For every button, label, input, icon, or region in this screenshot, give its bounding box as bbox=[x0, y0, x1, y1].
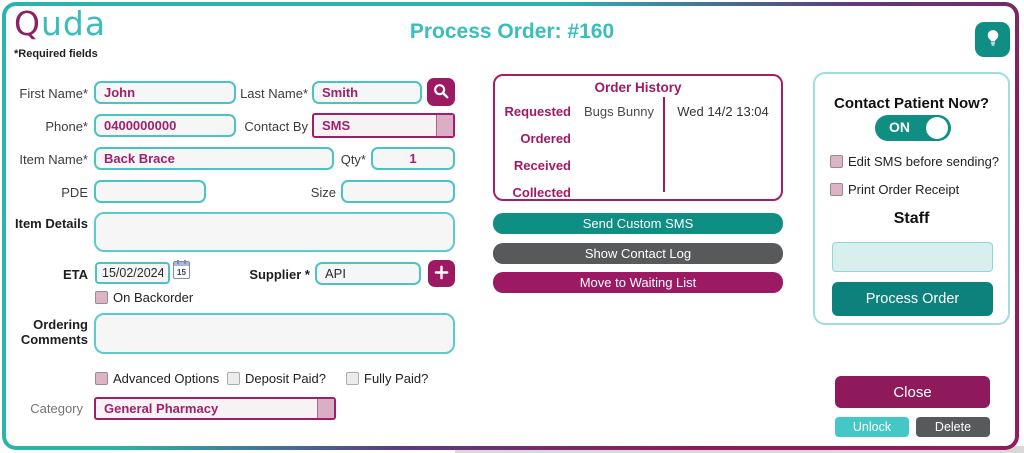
order-history-row: Collected bbox=[499, 179, 777, 206]
supplier-label: Supplier * bbox=[249, 267, 310, 282]
app-logo: Quda bbox=[14, 4, 106, 43]
unlock-button[interactable]: Unlock bbox=[835, 417, 909, 437]
calendar-icon-day: 15 bbox=[177, 268, 186, 277]
pde-input[interactable] bbox=[94, 180, 206, 203]
qty-input[interactable] bbox=[371, 147, 455, 170]
on-backorder-checkbox[interactable] bbox=[95, 291, 108, 304]
order-history-row: Requested Bugs Bunny Wed 14/2 13:04 bbox=[499, 98, 777, 125]
help-tip-button[interactable] bbox=[975, 22, 1010, 57]
category-value: General Pharmacy bbox=[104, 401, 219, 416]
first-name-label: First Name* bbox=[19, 86, 88, 101]
patient-search-button[interactable] bbox=[427, 78, 455, 106]
history-when: Wed 14/2 13:04 bbox=[677, 104, 769, 119]
history-status: Ordered bbox=[520, 131, 571, 146]
history-by: Bugs Bunny bbox=[583, 104, 655, 119]
qty-label: Qty* bbox=[340, 152, 366, 167]
history-status: Requested bbox=[504, 104, 571, 119]
history-status: Collected bbox=[512, 185, 571, 200]
order-history-title: Order History bbox=[594, 80, 682, 95]
deposit-paid-label: Deposit Paid? bbox=[245, 371, 326, 386]
dropdown-arrow-strip bbox=[436, 115, 453, 136]
send-custom-sms-button[interactable]: Send Custom SMS bbox=[493, 213, 783, 234]
item-details-label: Item Details bbox=[15, 216, 88, 231]
logo-rest: uda bbox=[40, 4, 107, 43]
phone-label: Phone* bbox=[45, 119, 88, 134]
last-name-input[interactable] bbox=[312, 81, 422, 104]
last-name-label: Last Name* bbox=[240, 86, 308, 101]
phone-input[interactable] bbox=[94, 114, 236, 137]
advanced-options-label: Advanced Options bbox=[113, 371, 220, 386]
staff-heading: Staff bbox=[893, 210, 930, 227]
ordering-comments-label: Ordering Comments bbox=[20, 317, 88, 347]
order-history-row: Ordered bbox=[499, 125, 777, 152]
ordering-comments-textarea[interactable] bbox=[94, 313, 455, 354]
item-name-input[interactable] bbox=[94, 147, 334, 170]
supplier-input[interactable] bbox=[315, 262, 421, 285]
contact-by-value: SMS bbox=[322, 118, 351, 133]
close-button[interactable]: Close bbox=[835, 376, 990, 408]
eta-input[interactable] bbox=[95, 262, 170, 284]
logo-letter-q: Q bbox=[14, 4, 41, 43]
contact-by-dropdown[interactable]: SMS bbox=[312, 113, 455, 138]
calendar-icon-header bbox=[174, 260, 189, 266]
contact-by-label: Contact By bbox=[244, 119, 308, 134]
advanced-options-checkbox[interactable] bbox=[95, 372, 108, 385]
eta-label: ETA bbox=[62, 267, 88, 282]
order-history-panel: Order History Requested Bugs Bunny Wed 1… bbox=[493, 74, 783, 201]
order-history-row: Received bbox=[499, 152, 777, 179]
page-title: Process Order: #160 bbox=[409, 20, 615, 43]
staff-input[interactable] bbox=[832, 242, 993, 272]
first-name-input[interactable] bbox=[94, 81, 236, 104]
on-backorder-label: On Backorder bbox=[113, 290, 194, 305]
contact-patient-heading: Contact Patient Now? bbox=[833, 95, 989, 112]
contact-now-toggle[interactable]: ON bbox=[875, 115, 951, 141]
item-details-textarea[interactable] bbox=[94, 212, 455, 252]
required-fields-note: *Required fields bbox=[14, 48, 98, 60]
history-status: Received bbox=[513, 158, 571, 173]
order-history-divider bbox=[663, 97, 665, 192]
window-body: Quda *Required fields Process Order: #16… bbox=[6, 4, 1015, 446]
dropdown-arrow-strip bbox=[317, 399, 334, 418]
contact-patient-panel: Contact Patient Now? ON Edit SMS before … bbox=[813, 72, 1010, 325]
edit-sms-checkbox[interactable] bbox=[830, 155, 843, 168]
move-to-waiting-list-button[interactable]: Move to Waiting List bbox=[493, 272, 783, 293]
add-supplier-button[interactable] bbox=[428, 260, 455, 287]
edit-sms-label: Edit SMS before sending? bbox=[848, 154, 1000, 169]
deposit-paid-checkbox[interactable] bbox=[227, 372, 240, 385]
calendar-icon[interactable]: 15 bbox=[173, 260, 190, 279]
show-contact-log-button[interactable]: Show Contact Log bbox=[493, 243, 783, 264]
search-icon bbox=[432, 82, 450, 103]
print-receipt-label: Print Order Receipt bbox=[848, 182, 960, 197]
print-receipt-checkbox[interactable] bbox=[830, 183, 843, 196]
toggle-knob bbox=[926, 117, 948, 139]
lightbulb-icon bbox=[983, 28, 1003, 51]
fully-paid-checkbox[interactable] bbox=[346, 372, 359, 385]
fully-paid-label: Fully Paid? bbox=[364, 371, 429, 386]
pde-label: PDE bbox=[61, 185, 88, 200]
toggle-state-label: ON bbox=[889, 119, 910, 135]
size-input[interactable] bbox=[341, 180, 455, 203]
category-label: Category bbox=[30, 401, 83, 416]
category-dropdown[interactable]: General Pharmacy bbox=[94, 397, 336, 420]
size-label: Size bbox=[310, 185, 336, 200]
item-name-label: Item Name* bbox=[19, 152, 88, 167]
plus-icon bbox=[434, 265, 449, 283]
delete-button[interactable]: Delete bbox=[916, 417, 990, 437]
process-order-button[interactable]: Process Order bbox=[832, 282, 993, 316]
